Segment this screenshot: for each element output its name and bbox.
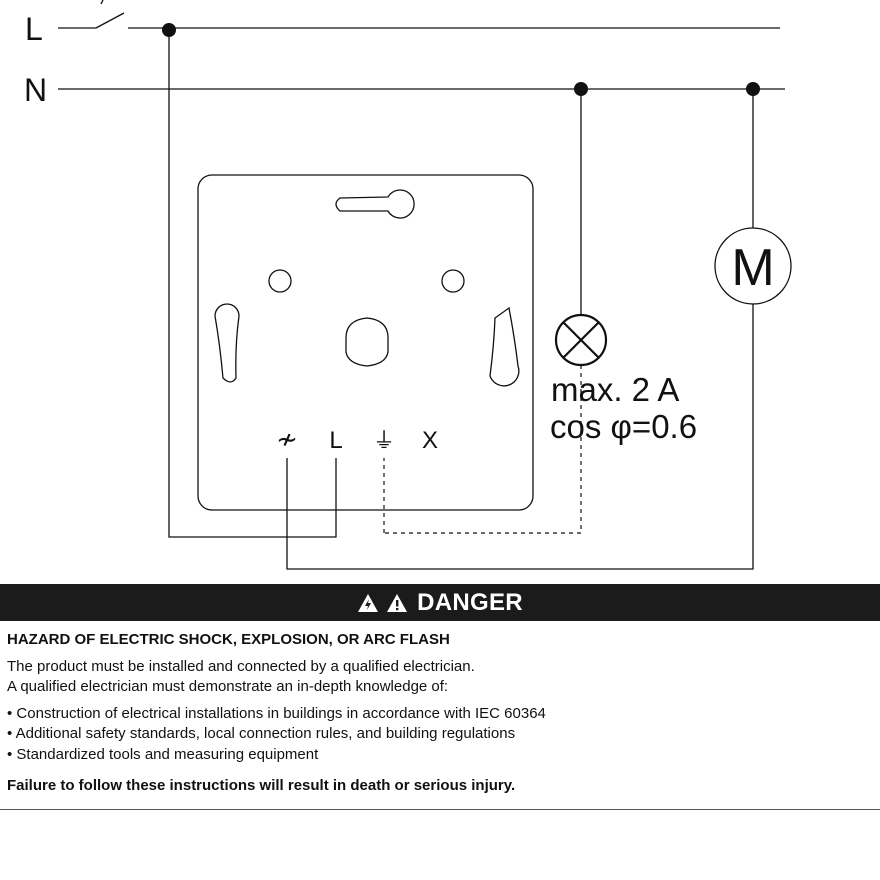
warning-triangle-icon — [386, 593, 408, 613]
danger-banner: DANGER — [0, 584, 880, 621]
list-item: Construction of electrical installations… — [7, 704, 873, 725]
plate-slots — [214, 189, 520, 387]
lamp-icon — [554, 313, 608, 367]
knowledge-list: Construction of electrical installations… — [7, 704, 873, 766]
intro-line-1: The product must be installed and connec… — [7, 657, 475, 675]
device-plate — [197, 174, 534, 511]
extra-terminal-label: X — [422, 427, 438, 454]
neutral-line-label: N — [24, 72, 47, 108]
wiring — [168, 30, 754, 570]
danger-banner-title: DANGER — [417, 588, 523, 616]
wiring-diagram: L N ≁ L ⏚ X max. 2 A cos φ=0.6 M — [24, 0, 792, 570]
list-item: Additional safety standards, local conne… — [7, 724, 873, 745]
list-item: Standardized tools and measuring equipme… — [7, 745, 873, 766]
dashed-wiring — [383, 365, 582, 534]
live-line — [58, 0, 780, 29]
live-line-label: L — [25, 11, 43, 47]
intro-line-2: A qualified electrician must demonstrate… — [7, 678, 449, 695]
live-terminal-label: L — [329, 427, 342, 454]
bottom-divider — [0, 809, 880, 810]
consequence-statement: Failure to follow these instructions wil… — [7, 777, 516, 794]
motor-icon — [714, 227, 792, 305]
motor-label: M — [731, 239, 774, 297]
warning-text: HAZARD OF ELECTRIC SHOCK, EXPLOSION, OR … — [7, 630, 873, 797]
lamp-max-current: max. 2 A — [551, 371, 679, 408]
hazard-heading: HAZARD OF ELECTRIC SHOCK, EXPLOSION, OR … — [7, 631, 450, 648]
lamp-power-factor: cos φ=0.6 — [550, 408, 697, 445]
ground-terminal-label: ⏚ — [373, 428, 395, 453]
electric-hazard-icon — [357, 593, 379, 613]
output-terminal-label: ≁ — [276, 424, 298, 454]
